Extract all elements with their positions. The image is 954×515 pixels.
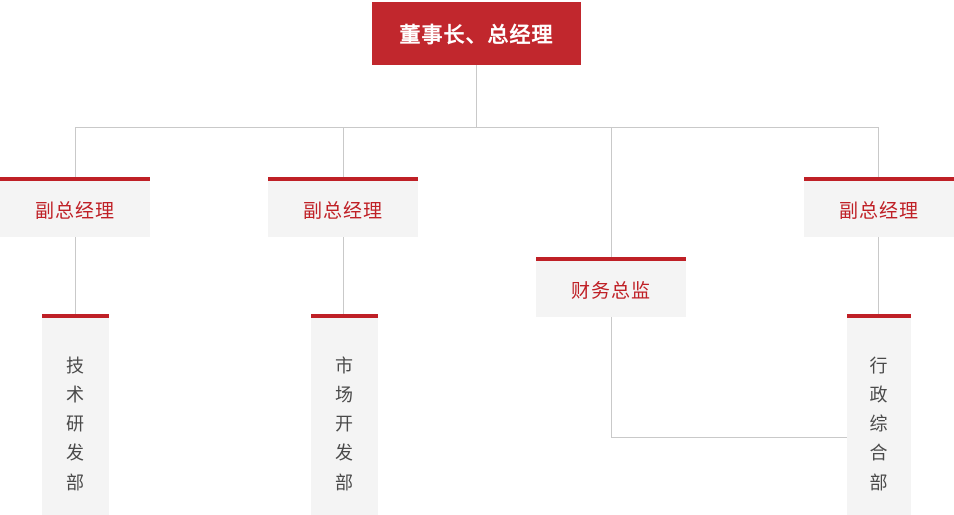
connector-manager-2-to-dept (343, 237, 344, 315)
dept-char: 技 (66, 356, 85, 376)
node-dept-technology-rd[interactable]: 技 术 研 发 部 (42, 314, 109, 515)
dept-char: 市 (335, 356, 354, 376)
connector-root-down (476, 65, 477, 127)
dept-char: 综 (869, 414, 889, 435)
dept-char: 部 (335, 472, 354, 493)
connector-finance-down (611, 317, 612, 437)
node-dept-market-development[interactable]: 市 场 开 发 部 (311, 314, 378, 515)
node-deputy-general-manager-2[interactable]: 副总经理 (268, 177, 418, 237)
dept-char: 研 (66, 414, 85, 435)
connector-bus-to-manager-2 (343, 127, 344, 177)
dept-char: 行 (869, 356, 889, 376)
node-dept-market-development-label: 市 场 开 发 部 (335, 352, 354, 498)
node-deputy-general-manager-1-label: 副总经理 (34, 200, 115, 222)
connector-bus-to-finance (611, 127, 612, 257)
dept-char: 发 (66, 443, 85, 464)
connector-bus-to-manager-1 (75, 127, 76, 177)
dept-char: 部 (66, 472, 85, 493)
node-finance-director-label: 财务总监 (570, 280, 651, 302)
connector-finance-to-admin-dept (611, 437, 850, 438)
node-dept-administration[interactable]: 行 政 综 合 部 (847, 314, 911, 515)
connector-manager-3-to-dept (878, 237, 879, 315)
dept-char: 政 (869, 385, 889, 406)
dept-char: 合 (869, 443, 889, 464)
dept-char: 术 (66, 385, 85, 406)
node-finance-director[interactable]: 财务总监 (536, 257, 686, 317)
node-deputy-general-manager-1[interactable]: 副总经理 (0, 177, 150, 237)
node-deputy-general-manager-2-label: 副总经理 (302, 200, 383, 222)
connector-horizontal-bus (75, 127, 879, 128)
dept-char: 发 (335, 443, 354, 464)
node-dept-administration-label: 行 政 综 合 部 (870, 352, 889, 498)
connector-bus-to-manager-3 (878, 127, 879, 177)
node-dept-technology-rd-label: 技 术 研 发 部 (66, 352, 85, 498)
dept-char: 开 (335, 414, 354, 435)
dept-char: 部 (869, 472, 889, 493)
connector-manager-1-to-dept (75, 237, 76, 315)
node-chairman-general-manager-label: 董事长、总经理 (399, 23, 554, 47)
node-deputy-general-manager-3-label: 副总经理 (838, 200, 919, 222)
node-chairman-general-manager[interactable]: 董事长、总经理 (372, 2, 581, 65)
dept-char: 场 (335, 385, 354, 406)
node-deputy-general-manager-3[interactable]: 副总经理 (804, 177, 954, 237)
